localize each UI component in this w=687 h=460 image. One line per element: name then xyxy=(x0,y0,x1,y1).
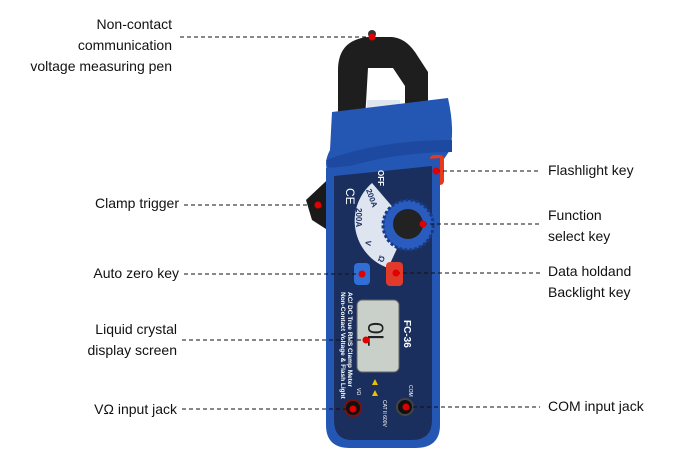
label-line: voltage measuring pen xyxy=(30,58,172,74)
marker-dot xyxy=(392,269,400,277)
label-line: Flashlight key xyxy=(548,162,634,178)
marker-dots xyxy=(314,33,440,413)
device-title-line2: Non-Contact Voltage & Flash Light xyxy=(339,292,346,400)
marker-dot xyxy=(402,403,410,411)
marker-dot xyxy=(368,33,376,41)
label-data-hold-key: Data holdand Backlight key xyxy=(548,261,631,303)
label-line: Backlight key xyxy=(548,284,631,300)
warning-icon xyxy=(372,379,378,385)
label-com-input-jack: COM input jack xyxy=(548,396,644,417)
label-function-select-key: Function select key xyxy=(548,205,610,247)
label-line: VΩ input jack xyxy=(94,401,177,417)
cat-rating: CAT II 600V xyxy=(381,400,387,427)
lcd-screen xyxy=(356,299,400,373)
label-line: Clamp trigger xyxy=(94,195,179,211)
label-line: Function xyxy=(548,207,602,223)
warning-icon xyxy=(372,390,378,396)
label-v-input-jack: VΩ input jack xyxy=(94,399,177,420)
dial-v-label: V xyxy=(363,240,373,247)
marker-dot xyxy=(419,220,427,228)
model-label: FC-36 xyxy=(401,320,412,348)
marker-dot xyxy=(432,167,440,175)
label-auto-zero-key: Auto zero key xyxy=(93,263,179,284)
dial-dc-label: 200A xyxy=(354,208,363,227)
leader-lines xyxy=(180,36,540,410)
device-title-line1: AC/ DC True RMS Clamp Meter xyxy=(346,292,353,387)
marker-dot xyxy=(314,201,322,209)
marker-dot xyxy=(362,336,370,344)
marker-dot xyxy=(349,405,357,413)
label-clamp-trigger: Clamp trigger xyxy=(95,193,179,214)
label-line: Data holdand xyxy=(548,263,632,279)
label-line: Auto zero key xyxy=(93,265,179,281)
com-jack-label: COM xyxy=(407,385,413,397)
label-voltage-pen: Non-contact communication voltage measur… xyxy=(30,14,172,77)
dial-ohm-label: Ω xyxy=(376,254,387,264)
v-jack-label: VΩ xyxy=(355,388,361,395)
label-line: Liquid crystal xyxy=(95,321,177,337)
marker-dot xyxy=(358,270,366,278)
label-lcd: Liquid crystal display screen xyxy=(88,319,178,361)
label-line: communication xyxy=(77,37,172,53)
ce-mark: CE xyxy=(343,188,357,205)
label-line: select key xyxy=(548,228,611,244)
label-line: COM input jack xyxy=(548,398,644,414)
dial-off-label: OFF xyxy=(376,170,385,186)
label-line: display screen xyxy=(87,342,178,358)
label-line: Non-contact xyxy=(96,16,172,32)
label-flashlight-key: Flashlight key xyxy=(548,160,634,181)
